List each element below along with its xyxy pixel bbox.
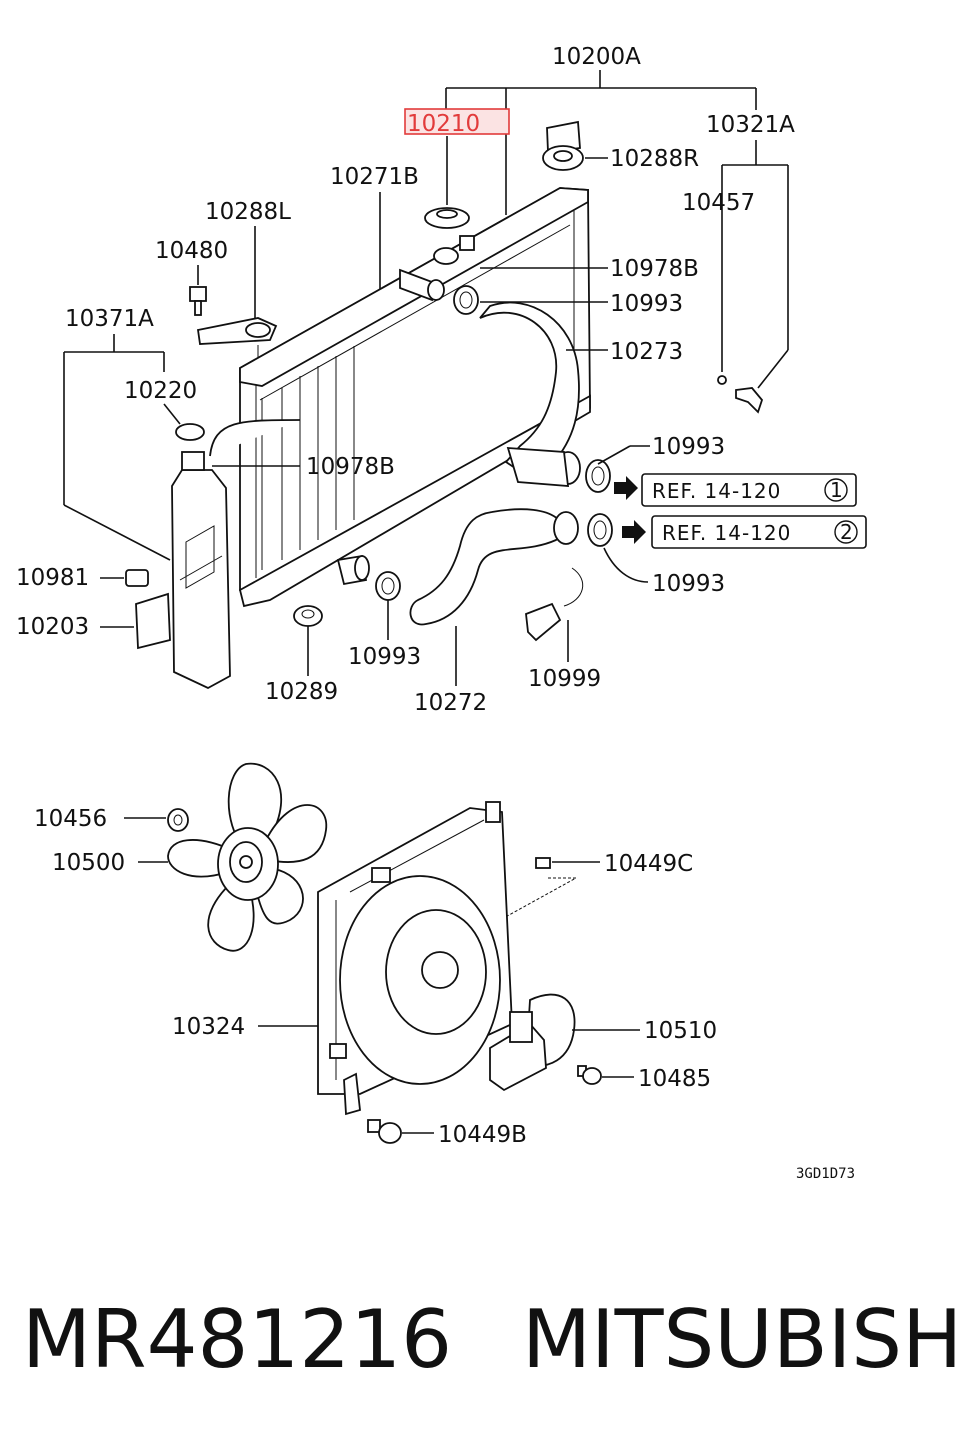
ref-box-1[interactable]: REF. 14-120 1 — [641, 473, 857, 507]
motor-screw — [577, 1065, 602, 1085]
upper-hose — [479, 301, 581, 487]
label-10272: 10272 — [414, 690, 487, 716]
highlight-box-10210 — [404, 108, 510, 135]
label-10271b: 10271B — [330, 164, 419, 190]
ref-num-2: 2 — [840, 520, 854, 544]
hose-clamp-right-lower — [587, 513, 613, 547]
shroud-screw-upper — [535, 857, 551, 869]
label-10480: 10480 — [155, 238, 228, 264]
label-10273: 10273 — [610, 339, 683, 365]
upper-outlet-pipe — [399, 268, 445, 302]
cooling-fan — [167, 762, 328, 952]
hose-bracket — [525, 567, 584, 642]
ref-num-1: 1 — [830, 478, 844, 502]
label-10999: 10999 — [528, 666, 601, 692]
label-10324: 10324 — [172, 1014, 245, 1040]
label-10210: 10210 — [407, 111, 480, 137]
reserve-tank-cap — [175, 423, 205, 441]
label-10981: 10981 — [16, 565, 89, 591]
ref-arrow-1 — [614, 476, 638, 500]
hose-clamp-upper — [453, 285, 479, 315]
fan-motor — [489, 993, 576, 1092]
label-10978b-top: 10978B — [610, 256, 699, 282]
part-number: MR481216 — [22, 1293, 452, 1386]
label-10220: 10220 — [124, 378, 197, 404]
drain-plug — [717, 375, 764, 414]
fan-shroud — [317, 801, 513, 1116]
label-10457: 10457 — [682, 190, 755, 216]
label-10993-b: 10993 — [652, 434, 725, 460]
label-10200a: 10200A — [552, 44, 641, 70]
label-10993-d: 10993 — [348, 644, 421, 670]
label-10500: 10500 — [52, 850, 125, 876]
tank-bracket — [135, 592, 171, 650]
label-10993-c: 10993 — [652, 571, 725, 597]
label-10485: 10485 — [638, 1066, 711, 1092]
lower-hose — [409, 508, 579, 626]
label-10289: 10289 — [265, 679, 338, 705]
hose-clamp-right-upper — [585, 459, 611, 493]
brand-name: MITSUBISHI — [522, 1293, 960, 1386]
bolt-10480 — [189, 286, 207, 316]
label-10321a: 10321A — [706, 112, 795, 138]
ref-text-2: REF. 14-120 — [662, 521, 791, 545]
filler-neck — [433, 235, 475, 265]
reserve-tank — [171, 451, 231, 690]
label-10371a: 10371A — [65, 306, 154, 332]
upper-mount-right — [542, 120, 584, 171]
label-10449c: 10449C — [604, 851, 693, 877]
fan-nut — [167, 808, 189, 832]
hose-clamp-lower — [375, 571, 401, 601]
ref-box-2[interactable]: REF. 14-120 2 — [651, 515, 867, 549]
level-sensor — [125, 569, 149, 587]
label-10203: 10203 — [16, 614, 89, 640]
upper-mount-left — [196, 317, 278, 362]
label-10449b: 10449B — [438, 1122, 527, 1148]
ref-text-1: REF. 14-120 — [652, 479, 781, 503]
part-caption: MR481216 MITSUBISHI — [22, 1290, 960, 1390]
label-10288r: 10288R — [610, 146, 699, 172]
lower-mount — [293, 605, 323, 627]
label-10288l: 10288L — [205, 199, 291, 225]
label-10978b-mid: 10978B — [306, 454, 395, 480]
diagram-code: 3GD1D73 — [796, 1166, 855, 1182]
radiator-cap — [424, 207, 470, 229]
label-10510: 10510 — [644, 1018, 717, 1044]
ref-arrow-2 — [622, 520, 646, 544]
lower-outlet-pipe — [336, 554, 370, 586]
label-10456: 10456 — [34, 806, 107, 832]
shroud-screw-lower — [367, 1119, 402, 1144]
label-10993-a: 10993 — [610, 291, 683, 317]
